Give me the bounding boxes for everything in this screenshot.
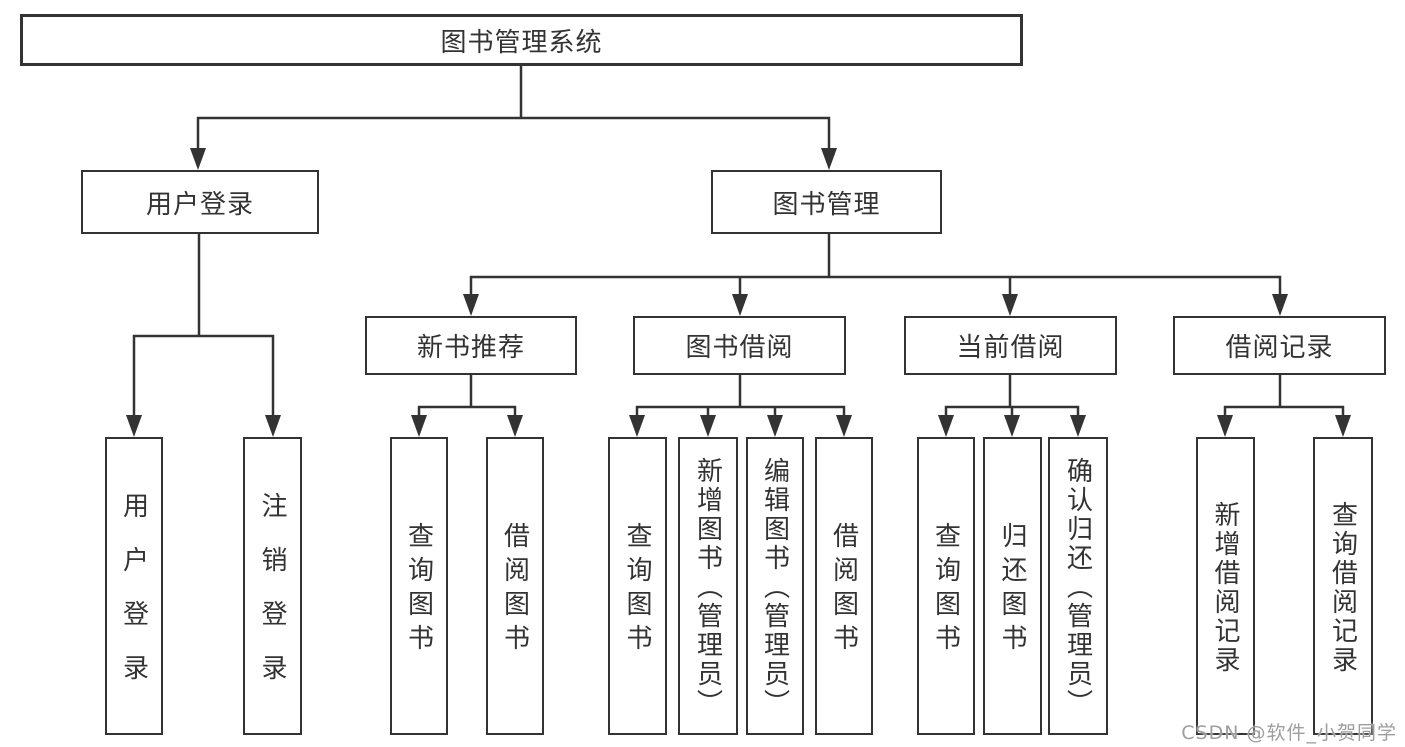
node-label: 图书管理: [772, 189, 881, 220]
node-label: 当前借阅: [956, 333, 1065, 363]
node-label: 查询图书: [930, 522, 961, 658]
node-label: 图书管理系统: [440, 27, 603, 58]
node-library-system: 图书管理系统: [20, 14, 1023, 66]
node-label: 查询图书: [622, 522, 652, 658]
leaf-query-books-borrow: 查询图书: [608, 437, 667, 735]
node-label: 借阅图书: [499, 522, 530, 658]
node-book-management: 图书管理: [711, 170, 942, 234]
node-label: 新书推荐: [416, 333, 525, 363]
leaf-add-book-admin: 新增图书（管理员）: [678, 437, 738, 735]
node-label: 新增图书（管理员）: [692, 457, 723, 718]
leaf-edit-book-admin: 编辑图书（管理员）: [746, 437, 804, 735]
leaf-return-book: 归还图书: [983, 437, 1042, 735]
node-book-borrowing: 图书借阅: [633, 316, 846, 375]
node-label: 确认归还（管理员）: [1062, 457, 1093, 718]
node-current-borrowing: 当前借阅: [904, 316, 1117, 375]
node-label: 编辑图书（管理员）: [759, 457, 790, 718]
node-label: 用户登录: [145, 189, 254, 220]
leaf-query-books-current: 查询图书: [917, 437, 975, 735]
leaf-borrow-books-recommend: 借阅图书: [486, 437, 544, 735]
leaf-add-borrow-record: 新增借阅记录: [1196, 437, 1255, 735]
node-borrowing-records: 借阅记录: [1173, 316, 1386, 375]
leaf-logout: 注销登录: [243, 437, 302, 735]
node-label: 借阅图书: [828, 522, 859, 658]
node-new-book-recommend: 新书推荐: [365, 316, 577, 375]
node-label: 归还图书: [997, 522, 1027, 658]
leaf-query-borrow-record: 查询借阅记录: [1313, 437, 1373, 735]
node-label: 注销登录: [257, 492, 287, 708]
node-label: 查询借阅记录: [1327, 500, 1358, 675]
node-label: 查询图书: [403, 522, 434, 658]
leaf-user-login: 用户登录: [105, 437, 163, 735]
node-label: 新增借阅记录: [1210, 500, 1240, 675]
node-label: 图书借阅: [685, 333, 794, 363]
leaf-borrow-books: 借阅图书: [815, 437, 873, 735]
node-label: 用户登录: [118, 492, 149, 708]
leaf-confirm-return-admin: 确认归还（管理员）: [1048, 437, 1108, 735]
leaf-query-books-recommend: 查询图书: [390, 437, 448, 735]
csdn-watermark: CSDN @软件_小贺同学: [1181, 722, 1397, 744]
node-label: 借阅记录: [1225, 333, 1334, 363]
node-user-login: 用户登录: [81, 170, 319, 234]
